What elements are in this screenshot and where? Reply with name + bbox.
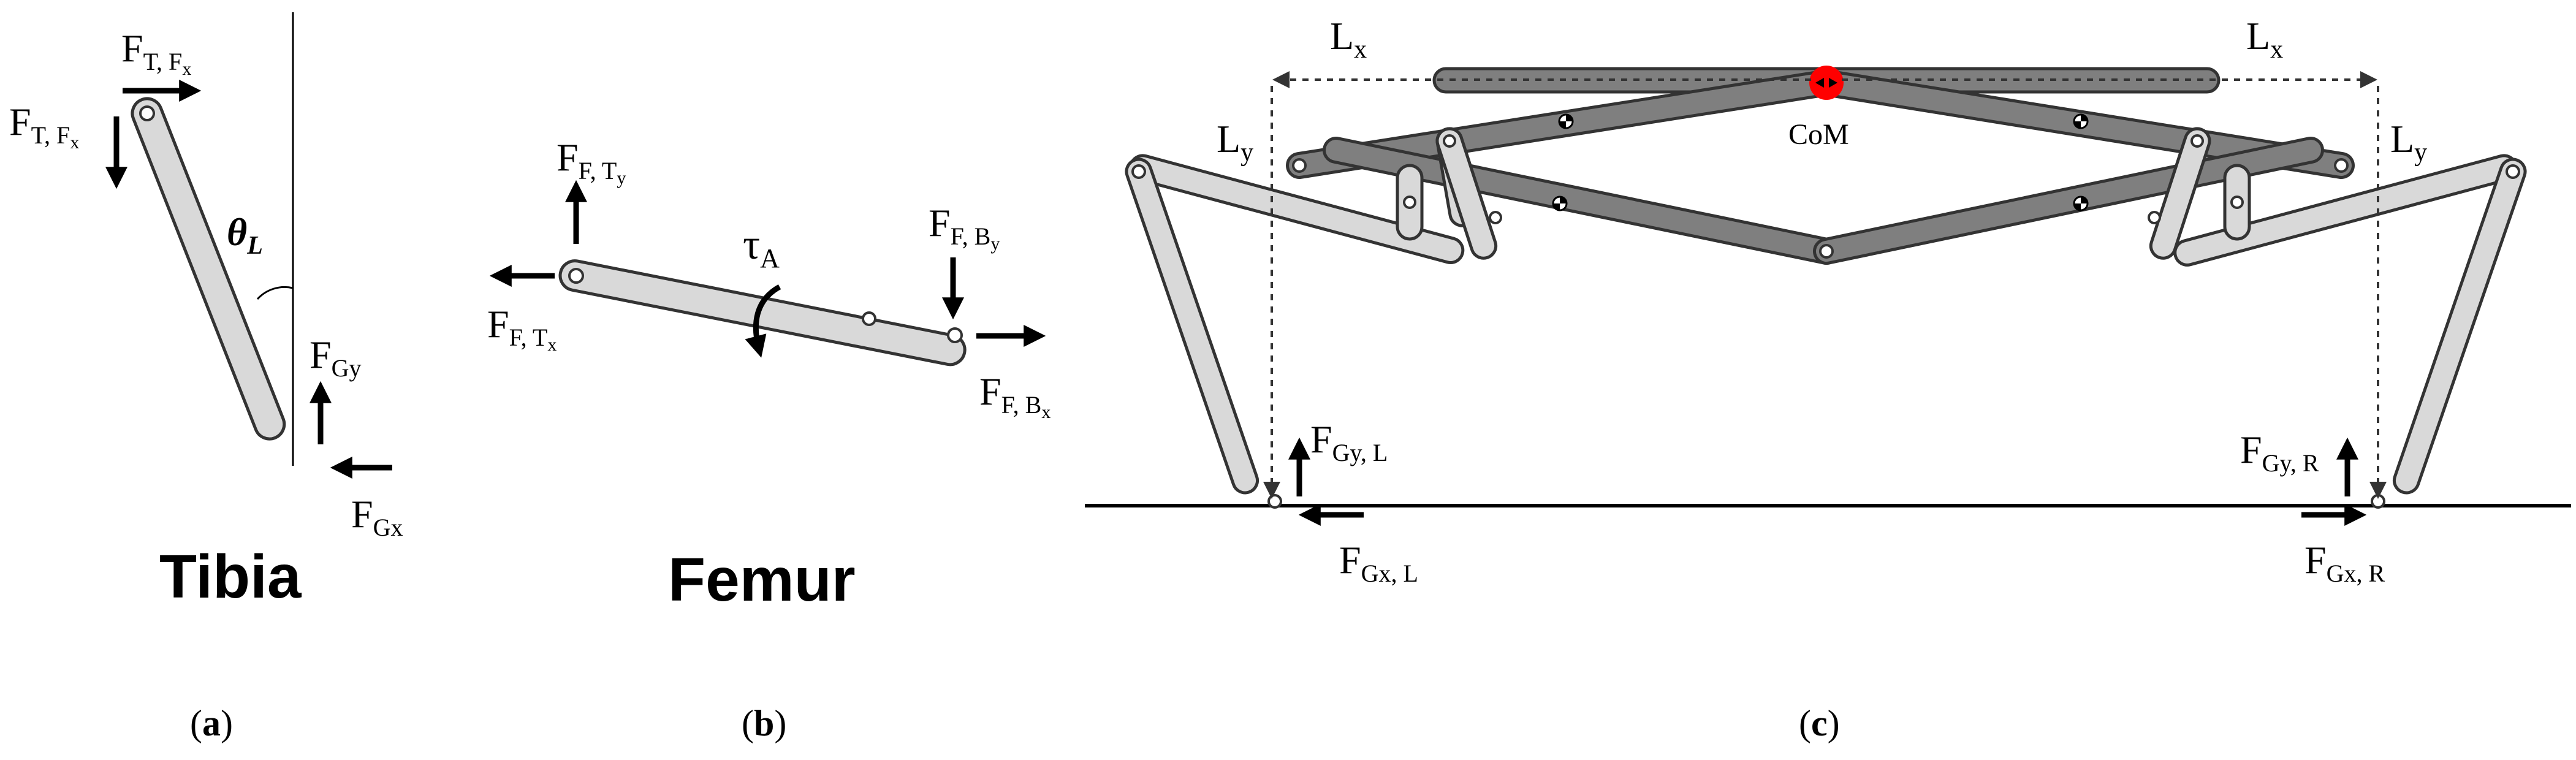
femur-pin-top bbox=[568, 268, 584, 284]
body-linkages bbox=[1286, 66, 2355, 265]
fgx-left-label: FGx, L bbox=[1339, 538, 1418, 587]
ly-left-label: Ly bbox=[1217, 117, 1253, 167]
left-leg bbox=[1125, 154, 1487, 509]
com-label: CoM bbox=[1788, 118, 1849, 151]
fgx-right-label: FGx, R bbox=[2304, 538, 2385, 587]
femur-pin-bottom bbox=[947, 327, 963, 343]
dimension-lines bbox=[1263, 71, 2387, 499]
caption-c: (c) bbox=[1799, 703, 1840, 743]
angle-label: θL bbox=[227, 210, 263, 260]
force-by-label: FF, By bbox=[929, 201, 1000, 254]
torque-label: τA bbox=[743, 221, 780, 273]
force-gy-label: FGy bbox=[310, 333, 361, 382]
force-gx-label: FGx bbox=[351, 492, 403, 541]
caption-b: (b) bbox=[742, 703, 786, 743]
tibia-link bbox=[131, 97, 286, 441]
lx-left-label: Lx bbox=[1330, 14, 1367, 64]
fgy-left-label: FGy, L bbox=[1310, 417, 1388, 466]
ly-right-label: Ly bbox=[2390, 117, 2427, 167]
lx-right-label: Lx bbox=[2246, 14, 2283, 64]
panel-b: FF, Ty FF, Tx τA FF, By FF, Bx Femur (b) bbox=[487, 135, 1051, 743]
tibia-title: Tibia bbox=[159, 542, 302, 611]
fgy-right-label: FGy, R bbox=[2240, 428, 2319, 477]
force-bx-label: FF, Bx bbox=[979, 370, 1051, 422]
panel-a: FT, Fx FT, Fx θL FGy FGx Tibia (a) bbox=[9, 12, 403, 743]
force-tx-label: FF, Tx bbox=[487, 302, 557, 355]
force-top-x-label: FT, Fx bbox=[121, 26, 191, 79]
femur-title: Femur bbox=[668, 545, 856, 614]
force-top-y-label: FT, Fx bbox=[9, 100, 79, 153]
tibia-pin bbox=[139, 105, 155, 121]
link-com-markers bbox=[1552, 113, 2089, 211]
force-ty-label: FF, Ty bbox=[557, 135, 626, 188]
right-leg bbox=[2162, 154, 2527, 509]
femur-link bbox=[558, 259, 967, 367]
panel-c: Lx Lx Ly Ly CoM FGy, L FGx, L FGy, R FGx… bbox=[1085, 14, 2571, 743]
caption-a: (a) bbox=[190, 703, 233, 743]
angle-arc bbox=[256, 286, 294, 300]
femur-pin-mid bbox=[862, 311, 876, 326]
com-marker bbox=[1809, 66, 1844, 100]
torque-arrow bbox=[745, 284, 781, 358]
